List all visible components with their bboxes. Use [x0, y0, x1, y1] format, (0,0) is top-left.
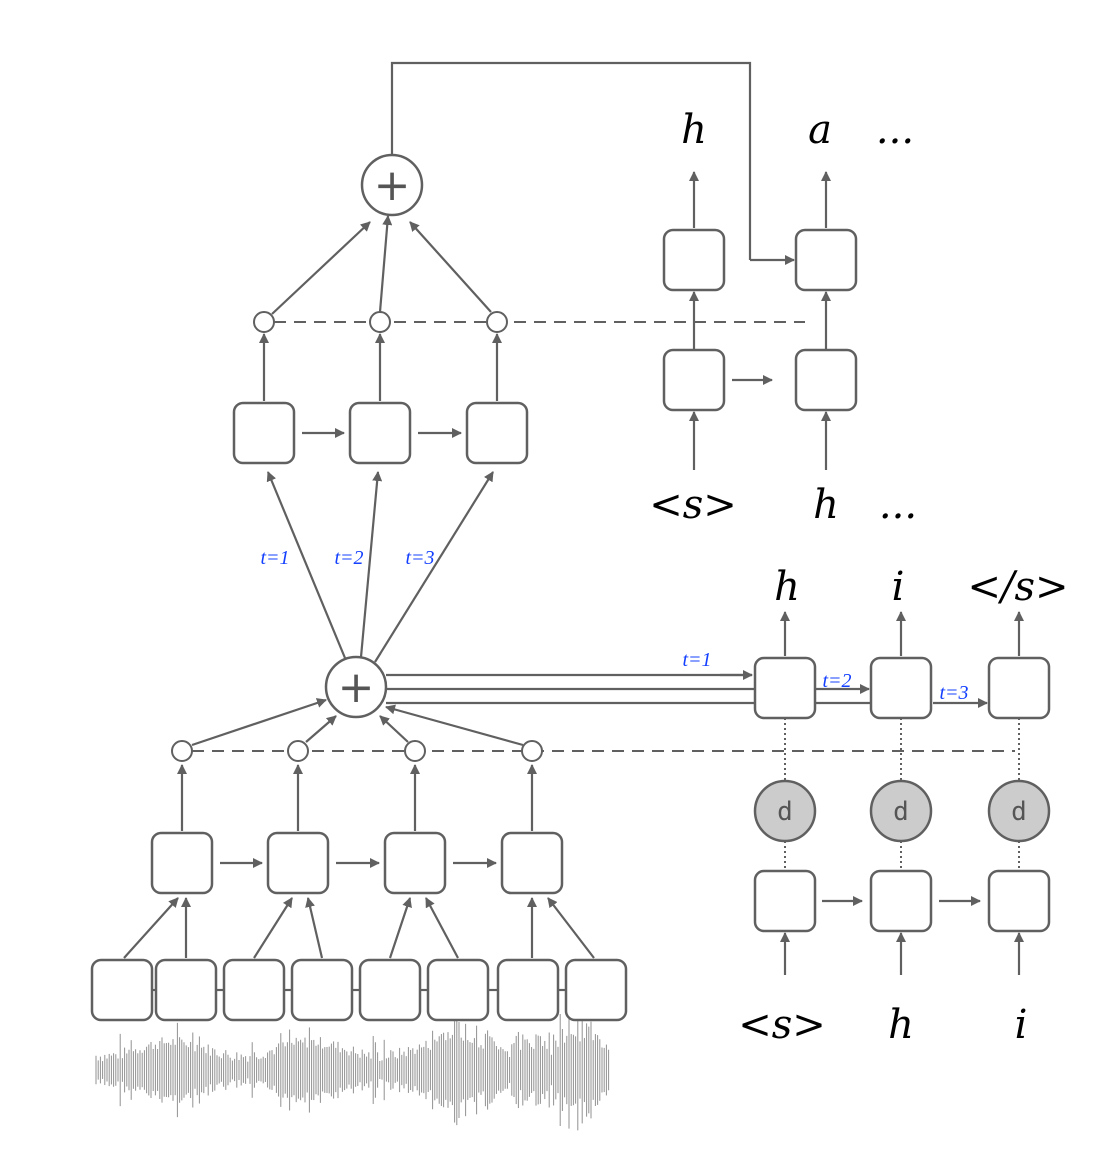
frame-cell [358, 958, 422, 1022]
frame-cell [222, 958, 286, 1022]
dropout-label: d [777, 797, 793, 827]
frame-cell [496, 958, 560, 1022]
bottom-input-label: <s> [738, 1002, 826, 1048]
encoder-input-arrow [305, 897, 324, 959]
top-output-label: ... [876, 107, 914, 153]
top-input-label: <s> [649, 482, 737, 528]
attention-arrow [266, 471, 347, 659]
encoder-input-arrow [547, 897, 595, 959]
attention-node [369, 311, 391, 333]
arrow [305, 715, 337, 743]
decoder-step-label: t=2 [822, 670, 851, 692]
attention-node [486, 311, 508, 333]
decoder-cell [869, 656, 933, 720]
decoder-step-label: t=3 [939, 682, 968, 704]
attention-arrow [359, 471, 383, 658]
frame-cell [426, 958, 490, 1022]
context-connector [390, 61, 752, 260]
attention-node [253, 311, 275, 333]
bottom-output-label: </s> [967, 564, 1068, 610]
decoder-cell [869, 869, 933, 933]
bottom-input-label: h [888, 1002, 914, 1048]
arrow [379, 715, 409, 743]
encoder-input-arrow [253, 897, 293, 959]
decoder-cell [987, 869, 1051, 933]
encoder-input-arrow [388, 897, 412, 959]
attention-node [404, 740, 426, 762]
encoder-cell [150, 831, 214, 895]
encoder-input-arrow [425, 897, 459, 959]
plus-symbol: + [338, 662, 375, 713]
step-label: t=2 [334, 547, 363, 569]
sum-node [324, 655, 388, 719]
step-label: t=1 [260, 547, 289, 569]
frame-cell [290, 958, 354, 1022]
encoder-cell [383, 831, 447, 895]
dropout-node [869, 779, 933, 843]
bottom-output-label: i [892, 564, 905, 610]
encoder-cell [348, 401, 412, 465]
decoder-cell [987, 656, 1051, 720]
frame-cell [154, 958, 218, 1022]
bottom-output-label: h [774, 564, 800, 610]
encoder-cell [266, 831, 330, 895]
frame-cell [90, 958, 154, 1022]
decoder-cell [662, 228, 726, 292]
dropout-label: d [1011, 797, 1027, 827]
arrow [271, 221, 371, 315]
arrow [378, 215, 393, 313]
frame-cell [564, 958, 628, 1022]
dropout-node [987, 779, 1051, 843]
attention-arrow [374, 471, 494, 663]
attention-node [171, 740, 193, 762]
arrow [385, 704, 524, 747]
decoder-step-label: t=1 [682, 649, 711, 671]
encoder-cell [500, 831, 564, 895]
step-label: t=3 [405, 547, 434, 569]
attention-node [287, 740, 309, 762]
top-input-label: h [813, 482, 839, 528]
decoder-cell [794, 228, 858, 292]
top-output-label: h [681, 107, 707, 153]
encoder-cell [232, 401, 296, 465]
bottom-input-label: i [1015, 1002, 1028, 1048]
decoder-cell [662, 348, 726, 412]
attention-node [521, 740, 543, 762]
dropout-node [753, 779, 817, 843]
decoder-cell [753, 869, 817, 933]
encoder-input-arrow [123, 897, 179, 959]
arrow [191, 698, 327, 747]
top-output-label: a [808, 107, 832, 153]
plus-symbol: + [374, 160, 411, 211]
dropout-label: d [893, 797, 909, 827]
arrow [409, 221, 492, 313]
decoder-cell [794, 348, 858, 412]
encoder-cell [465, 401, 529, 465]
top-input-label: ... [879, 482, 917, 528]
decoder-cell [753, 656, 817, 720]
